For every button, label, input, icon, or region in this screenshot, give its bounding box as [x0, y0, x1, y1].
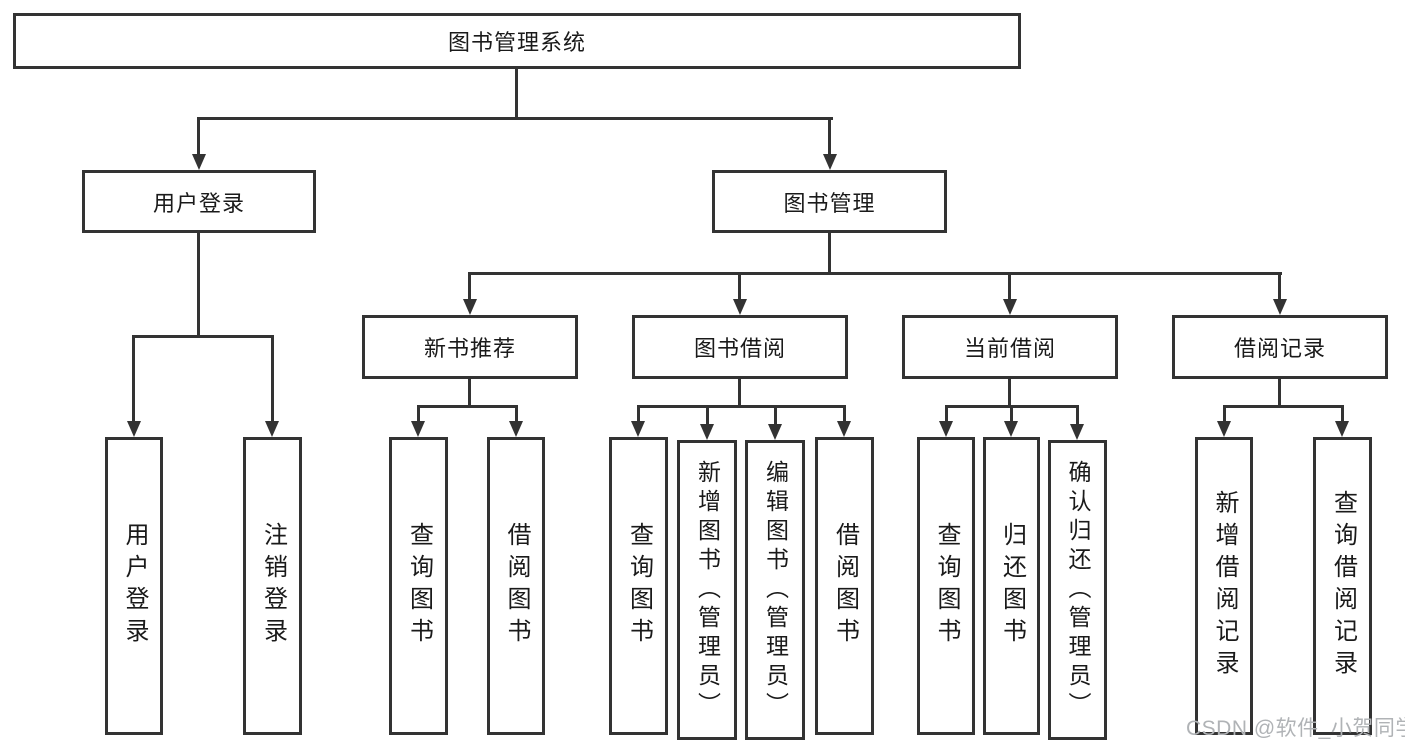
- connector-line: [1341, 405, 1344, 423]
- arrow-head-icon: [1003, 299, 1017, 315]
- leaf-user-login-label: 用户登录: [121, 522, 148, 650]
- node-user-login-label: 用户登录: [152, 190, 245, 216]
- leaf-br-query-record-label: 查询借阅记录: [1329, 490, 1357, 682]
- connector-line: [637, 405, 640, 423]
- connector-line: [468, 272, 1282, 275]
- node-user-login: 用户登录: [82, 170, 316, 233]
- arrow-head-icon: [1273, 299, 1287, 315]
- arrow-head-icon: [631, 421, 645, 437]
- arrow-head-icon: [939, 421, 953, 437]
- arrow-head-icon: [1217, 421, 1231, 437]
- connector-line: [1008, 379, 1011, 408]
- leaf-logout-label: 注销登录: [259, 522, 287, 650]
- leaf-nb-borrow-books-label: 借阅图书: [503, 522, 530, 650]
- leaf-bb-borrow-books-label: 借阅图书: [831, 522, 859, 650]
- node-current-borrow: 当前借阅: [902, 315, 1118, 379]
- arrow-head-icon: [1070, 424, 1084, 440]
- connector-line: [1278, 272, 1281, 301]
- connector-line: [828, 233, 831, 275]
- connector-line: [738, 272, 741, 301]
- connector-line: [1223, 405, 1344, 408]
- arrow-head-icon: [733, 299, 747, 315]
- leaf-cb-confirm-return-admin-label: 确认归还（管理员）: [1065, 459, 1091, 721]
- arrow-head-icon: [463, 299, 477, 315]
- node-book-borrow-label: 图书借阅: [693, 336, 786, 361]
- leaf-bb-add-books-admin: 新增图书（管理员）: [677, 440, 737, 740]
- connector-line: [843, 405, 846, 423]
- connector-line: [417, 405, 518, 408]
- arrow-head-icon: [1335, 421, 1349, 437]
- leaf-bb-edit-books-admin: 编辑图书（管理员）: [745, 440, 805, 740]
- arrow-head-icon: [1004, 421, 1018, 437]
- connector-line: [197, 233, 200, 338]
- leaf-br-add-record-label: 新增借阅记录: [1211, 490, 1238, 682]
- leaf-nb-borrow-books: 借阅图书: [487, 437, 545, 735]
- node-book-management-label: 图书管理: [783, 190, 876, 216]
- leaf-br-add-record: 新增借阅记录: [1195, 437, 1253, 735]
- leaf-bb-borrow-books: 借阅图书: [815, 437, 874, 735]
- leaf-nb-query-books: 查询图书: [389, 437, 448, 735]
- connector-line: [468, 379, 471, 408]
- node-book-management: 图书管理: [712, 170, 947, 233]
- connector-line: [417, 405, 420, 423]
- connector-line: [1076, 405, 1079, 426]
- leaf-cb-query-books: 查询图书: [917, 437, 975, 735]
- leaf-cb-confirm-return-admin: 确认归还（管理员）: [1048, 440, 1107, 740]
- leaf-nb-query-books-label: 查询图书: [405, 522, 433, 650]
- leaf-bb-edit-books-admin-label: 编辑图书（管理员）: [762, 459, 789, 721]
- arrow-head-icon: [265, 421, 279, 437]
- connector-line: [197, 117, 833, 120]
- connector-line: [828, 117, 831, 156]
- node-current-borrow-label: 当前借阅: [963, 336, 1056, 361]
- node-borrow-records: 借阅记录: [1172, 315, 1388, 379]
- connector-line: [132, 335, 274, 338]
- arrow-head-icon: [127, 421, 141, 437]
- connector-line: [132, 335, 135, 423]
- leaf-br-query-record: 查询借阅记录: [1313, 437, 1372, 735]
- leaf-bb-add-books-admin-label: 新增图书（管理员）: [694, 459, 721, 721]
- connector-line: [197, 117, 200, 156]
- connector-line: [774, 405, 777, 426]
- arrow-head-icon: [411, 421, 425, 437]
- arrow-head-icon: [837, 421, 851, 437]
- node-book-borrow: 图书借阅: [632, 315, 848, 379]
- connector-line: [945, 405, 948, 423]
- node-root-label: 图书管理系统: [447, 30, 586, 55]
- connector-line: [1278, 379, 1281, 408]
- arrow-head-icon: [192, 154, 206, 170]
- leaf-bb-query-books-label: 查询图书: [625, 522, 653, 650]
- leaf-cb-return-books-label: 归还图书: [998, 522, 1026, 650]
- connector-line: [468, 272, 471, 301]
- connector-line: [515, 68, 518, 120]
- leaf-bb-query-books: 查询图书: [609, 437, 668, 735]
- csdn-watermark: CSDN @软件_小贺同学: [1186, 717, 1405, 740]
- arrow-head-icon: [768, 424, 782, 440]
- node-new-book-recommend: 新书推荐: [362, 315, 578, 379]
- arrow-head-icon: [823, 154, 837, 170]
- connector-line: [271, 335, 274, 423]
- connector-line: [738, 379, 741, 408]
- connector-line: [1223, 405, 1226, 423]
- connector-line: [706, 405, 709, 426]
- connector-line: [1008, 272, 1011, 301]
- node-borrow-records-label: 借阅记录: [1233, 336, 1326, 361]
- connector-line: [1010, 405, 1013, 423]
- arrow-head-icon: [509, 421, 523, 437]
- leaf-logout: 注销登录: [243, 437, 302, 735]
- leaf-cb-return-books: 归还图书: [983, 437, 1040, 735]
- node-root: 图书管理系统: [13, 13, 1021, 69]
- connector-line: [515, 405, 518, 423]
- leaf-cb-query-books-label: 查询图书: [933, 522, 960, 650]
- arrow-head-icon: [700, 424, 714, 440]
- node-new-book-recommend-label: 新书推荐: [423, 336, 516, 361]
- connector-line: [637, 405, 846, 408]
- leaf-user-login: 用户登录: [105, 437, 163, 735]
